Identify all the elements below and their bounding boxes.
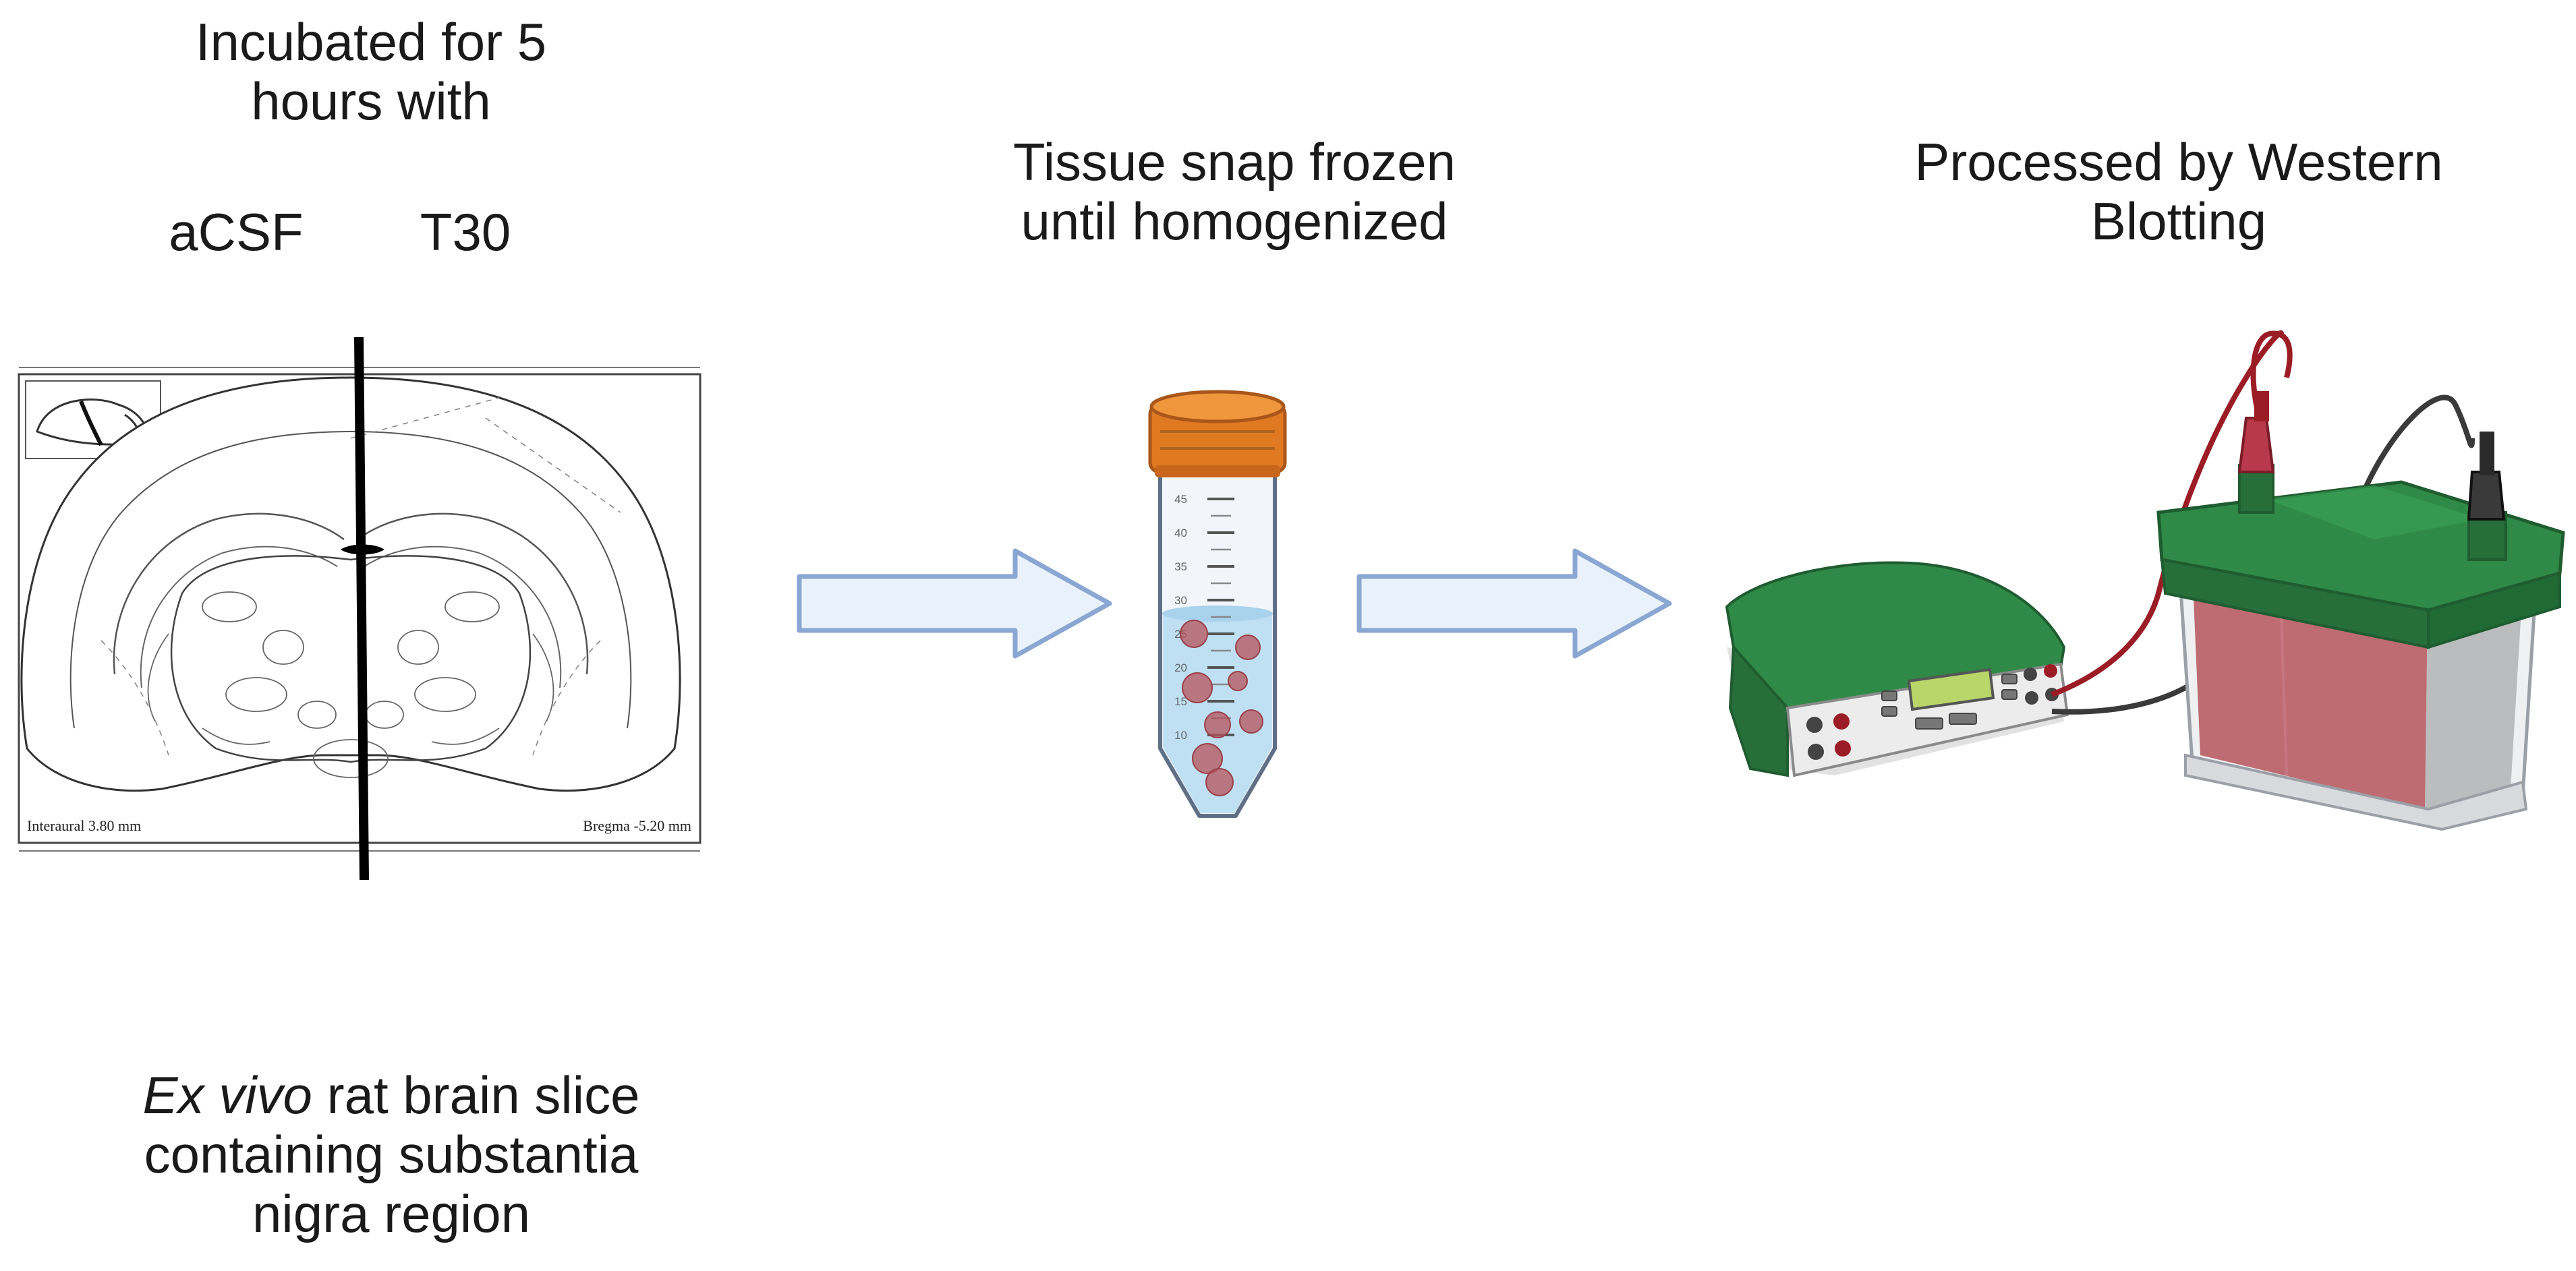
step1-caption: Ex vivo rat brain slice containing subst…: [94, 1065, 688, 1243]
atlas-caption-left: Interaural 3.80 mm: [27, 817, 141, 834]
step2-heading: Tissue snap frozen until homogenized: [1012, 132, 1456, 251]
step1-heading: Incubated for 5 hours with: [195, 12, 547, 131]
electrophoresis-tank-icon: [2156, 391, 2565, 831]
black-lead-upper: [2358, 394, 2475, 500]
caption-line2: containing substantia: [144, 1125, 639, 1184]
falcon-tube-icon: 45 40 35 30 25 20 15 10: [1148, 390, 1287, 818]
caption-line3: nigra region: [252, 1184, 530, 1243]
cut-line: [354, 336, 369, 881]
svg-text:45: 45: [1174, 493, 1187, 506]
label-acsf: aCSF: [169, 202, 304, 262]
arrow-right-icon: [797, 548, 1112, 659]
brain-atlas-section: Interaural 3.80 mm Bregma -5.20 mm: [18, 336, 702, 881]
svg-text:15: 15: [1174, 695, 1187, 708]
label-t30: T30: [420, 202, 511, 262]
tissue-pieces: [1180, 620, 1263, 796]
caption-line1: rat brain slice: [312, 1065, 640, 1125]
svg-text:35: 35: [1174, 560, 1187, 573]
svg-text:10: 10: [1174, 729, 1187, 742]
red-lead-upper: [2250, 330, 2293, 433]
arrow-right-icon: [1356, 548, 1672, 659]
svg-text:30: 30: [1174, 594, 1187, 607]
red-lead: [2051, 330, 2284, 697]
svg-text:40: 40: [1174, 527, 1187, 539]
step3-heading: Processed by Western Blotting: [1914, 132, 2443, 251]
caption-italic: Ex vivo: [142, 1065, 312, 1125]
power-supply-icon: [1725, 561, 2069, 777]
svg-text:20: 20: [1174, 661, 1187, 674]
atlas-caption-right: Bregma -5.20 mm: [583, 817, 691, 834]
